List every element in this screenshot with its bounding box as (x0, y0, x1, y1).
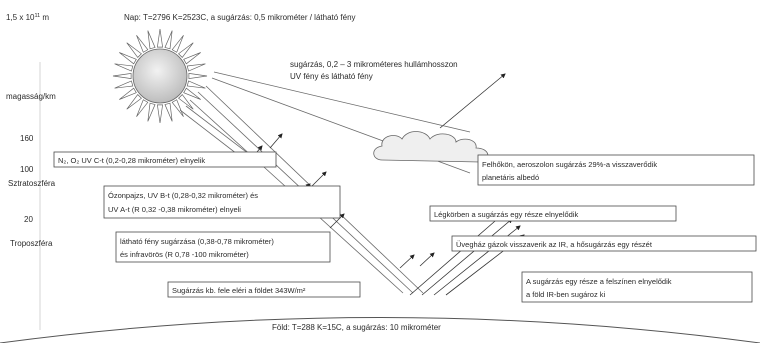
sun-ray-spike (171, 35, 184, 53)
box-atmosphere: Légkörben a sugárzás egy része elnyelődi… (429, 205, 677, 222)
sun-ray-spike (136, 99, 149, 117)
tick-100: 100 (20, 165, 34, 174)
svg-text:UV A-t (R 0,32 -0,38 mikrométe: UV A-t (R 0,32 -0,38 mikrométer) elnyeli (108, 205, 241, 214)
sun-ray-spike (119, 52, 137, 65)
sun-disc (132, 48, 188, 104)
sun-ray-spike (147, 102, 156, 122)
sun-ray-spike (178, 94, 194, 110)
svg-text:Légkörben a sugárzás egy része: Légkörben a sugárzás egy része elnyelődi… (434, 210, 579, 219)
sun-ray-spike (164, 30, 173, 50)
sun-ray-spike (183, 87, 201, 100)
svg-text:a föld IR-ben sugároz ki: a föld IR-ben sugároz ki (526, 290, 606, 299)
box-greenhouse: Üvegház gázok visszaverik az IR, a hősug… (451, 235, 757, 252)
svg-text:Felhőkön, aeroszolon sugárzás: Felhőkön, aeroszolon sugárzás 29%-a viss… (482, 160, 657, 169)
svg-text:N₂, O₂ UV C-t (0,2-0,28 mikrom: N₂, O₂ UV C-t (0,2-0,28 mikrométer) elny… (58, 156, 205, 165)
sun-ray-spike (112, 72, 132, 80)
box-ozone: Ózonpajzs, UV B-t (0,28-0,32 mikrométer)… (103, 185, 341, 219)
tick-160: 160 (20, 134, 34, 143)
sun-ray-spike (126, 94, 142, 110)
layer-stratosphere: Sztratoszféra (8, 179, 56, 188)
cloud-icon (373, 131, 489, 163)
sun-ray-spike (183, 52, 201, 65)
earth-surface (0, 317, 760, 344)
box-visible-ir: látható fény sugárzása (0,38-0,78 mikrom… (115, 231, 331, 263)
svg-text:Ózonpajzs, UV B-t (0,28-0,32 m: Ózonpajzs, UV B-t (0,28-0,32 mikrométer)… (108, 191, 258, 200)
scatter-arrow-2 (269, 133, 283, 149)
reflect-arrow-2 (421, 218, 513, 296)
svg-text:Sugárzás kb. fele eléri a föld: Sugárzás kb. fele eléri a földet 343W/m² (172, 286, 306, 295)
ray-5 (213, 71, 471, 133)
sun-ray-spike (147, 30, 156, 50)
scatter-arrow-7 (419, 252, 435, 267)
scatter-arrow-4 (311, 171, 327, 187)
tick-20: 20 (24, 215, 33, 224)
svg-text:és infravörös (R 0,78 -100 mik: és infravörös (R 0,78 -100 mikrométer) (120, 250, 249, 259)
box-n2o2: N₂, O₂ UV C-t (0,2-0,28 mikrométer) elny… (53, 151, 277, 168)
sun-ray-spike (178, 42, 194, 58)
sun-caption: Nap: T=2796 K=2523C, a sugárzás: 0,5 mik… (124, 13, 356, 22)
scatter-arrow-6 (399, 254, 415, 269)
sun-ray-spike (126, 42, 142, 58)
radiation-note-arrow (439, 73, 506, 129)
svg-text:A sugárzás egy része a felszín: A sugárzás egy része a felszínen elnyelő… (526, 277, 672, 286)
sun-ray-spike (156, 28, 164, 48)
box-clouds: Felhőkön, aeroszolon sugárzás 29%-a viss… (477, 154, 755, 186)
sun-ray-spike (119, 87, 137, 100)
sun-ray-spike (156, 104, 164, 124)
sun-ray-spike (136, 35, 149, 53)
sun-ray-spike (114, 80, 134, 89)
distance-label: 1,5 x 1011 m (6, 13, 49, 22)
layer-troposphere: Troposzféra (10, 239, 53, 248)
svg-text:Üvegház gázok visszaverik az I: Üvegház gázok visszaverik az IR, a hősug… (456, 240, 653, 249)
sun-ray-spike (186, 63, 206, 72)
sun-ray-spike (171, 99, 184, 117)
radiation-note-line2: UV fény és látható fény (290, 72, 373, 81)
box-ground-reach: Sugárzás kb. fele eléri a földet 343W/m² (167, 281, 361, 298)
earth-caption: Föld: T=288 K=15C, a sugárzás: 10 mikrom… (272, 323, 441, 332)
sun-ray-spike (186, 80, 206, 89)
sun-ray-spike (164, 102, 173, 122)
altitude-axis-label: magasság/km (6, 92, 56, 101)
scatter-arrow-5 (329, 213, 345, 229)
svg-text:planetáris albedó: planetáris albedó (482, 173, 539, 182)
sun-ray-spike (188, 72, 208, 80)
reflect-arrow-1 (409, 214, 503, 296)
ground-reflection-arrows (409, 214, 525, 296)
radiation-note-line1: sugárzás, 0,2 – 3 mikrométeres hullámhos… (290, 60, 458, 69)
sun-icon (112, 28, 208, 124)
sun-ray-spike (114, 63, 134, 72)
box-reemit: A sugárzás egy része a felszínen elnyelő… (521, 271, 753, 303)
svg-text:látható fény sugárzása (0,38-0: látható fény sugárzása (0,38-0,78 mikrom… (120, 237, 274, 246)
